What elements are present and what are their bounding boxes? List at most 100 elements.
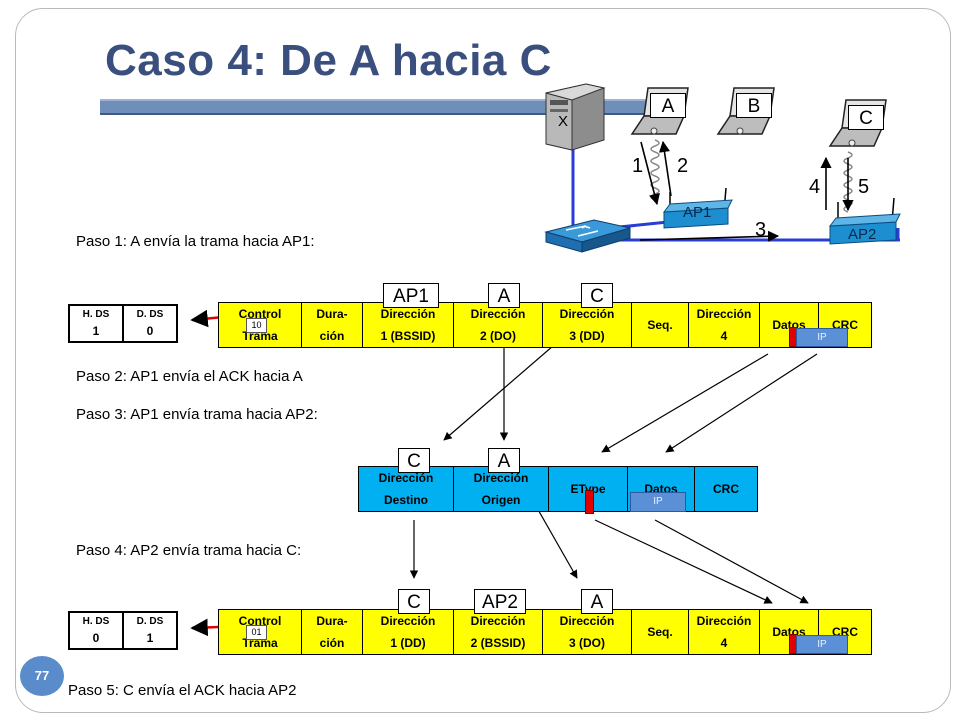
arrow-1 xyxy=(640,141,660,206)
field-crc: CRC xyxy=(694,466,758,512)
field-direccion-2: Dirección 2 (BSSID) xyxy=(453,609,543,655)
field-duracion: Dura-ción xyxy=(301,609,363,655)
slide-number-badge: 77 xyxy=(20,656,64,696)
ip-payload: IP xyxy=(630,492,686,512)
field-line-1: Dirección xyxy=(559,614,615,628)
arrow-2 xyxy=(658,140,672,197)
field-seq: Seq. xyxy=(631,609,689,655)
wireless-link-a-ap1 xyxy=(650,139,660,201)
switch-icon xyxy=(544,219,631,253)
field-line-1: Control xyxy=(238,614,282,628)
laptop-label-c: C xyxy=(848,105,884,130)
field-line-1: Dirección xyxy=(696,614,752,628)
field-line-2: Destino xyxy=(383,493,428,507)
field-line-1: EType xyxy=(570,482,606,496)
ds-bits-chip-frame1: 10 xyxy=(246,318,267,333)
field-line-2: 2 (DO) xyxy=(480,329,516,343)
field-line-1: Dirección xyxy=(559,307,615,321)
field-line-1: Dirección xyxy=(470,614,526,628)
arrow-number-5: 5 xyxy=(858,176,870,198)
addr-label-ap1: AP1 xyxy=(383,283,439,308)
server-label: X xyxy=(558,113,569,130)
step-5: Paso 5: C envía el ACK hacia AP2 xyxy=(68,682,297,699)
ds-bits-frame1: H. DS 1 D. DS 0 xyxy=(68,304,178,343)
arrow-number-2: 2 xyxy=(677,155,689,177)
field-direccion-1: Dirección 1 (DD) xyxy=(362,609,454,655)
field-line-1: Dirección xyxy=(473,471,529,485)
to-ds-label: H. DS xyxy=(82,616,110,627)
field-line-2: 3 (DO) xyxy=(569,636,605,650)
field-line-2: 1 (DD) xyxy=(390,636,426,650)
field-line-1: Seq. xyxy=(647,318,673,332)
field-line-2: 1 (BSSID) xyxy=(380,329,436,343)
field-line-2: 4 xyxy=(720,636,728,650)
field-direccion-4: Dirección 4 xyxy=(688,302,760,348)
field-direccion-2: Dirección 2 (DO) xyxy=(453,302,543,348)
field-direccion-3: Dirección 3 (DO) xyxy=(542,609,632,655)
field-etype: EType xyxy=(548,466,628,512)
field-direccion-1: Dirección 1 (BSSID) xyxy=(362,302,454,348)
to-ds-value: 1 xyxy=(92,324,100,338)
step-3: Paso 3: AP1 envía trama hacia AP2: xyxy=(76,406,318,423)
step-1: Paso 1: A envía la trama hacia AP1: xyxy=(76,233,315,250)
addr-label-c: C xyxy=(398,589,430,614)
ds-bits-frame2: H. DS 0 D. DS 1 xyxy=(68,611,178,650)
field-line-2: 3 (DD) xyxy=(569,329,605,343)
access-point-icon-ap1 xyxy=(662,187,733,229)
field-line-1: CRC xyxy=(713,482,739,496)
arrow-number-3: 3 xyxy=(755,219,767,241)
field-line-1: Dura- xyxy=(316,614,348,628)
field-mapping-arrows xyxy=(409,307,818,604)
from-ds-value: 1 xyxy=(146,631,154,645)
field-line-1: Dirección xyxy=(470,307,526,321)
field-line-2: Origen xyxy=(481,493,521,507)
field-line-1: Dirección xyxy=(380,307,436,321)
red-marker xyxy=(585,490,594,514)
from-ds-label: D. DS xyxy=(136,309,164,320)
field-line-1: Seq. xyxy=(647,625,673,639)
slide-title: Caso 4: De A hacia C xyxy=(105,36,552,85)
field-line-1: Dura- xyxy=(316,307,348,321)
field-line-1: Dirección xyxy=(696,307,752,321)
ds-bits-chip-frame2: 01 xyxy=(246,625,267,640)
laptop-label-b: B xyxy=(736,93,772,118)
access-point-icon-ap2 xyxy=(828,197,901,245)
addr-label-c: C xyxy=(398,448,430,473)
to-ds-label: H. DS xyxy=(82,309,110,320)
to-ds-value: 0 xyxy=(92,631,100,645)
field-direccion-3: Dirección 3 (DD) xyxy=(542,302,632,348)
arrow-number-4: 4 xyxy=(809,176,821,198)
ip-payload: IP xyxy=(796,328,848,347)
field-line-1: Dirección xyxy=(378,471,434,485)
addr-label-a: A xyxy=(488,283,520,308)
field-duracion: Dura-ción xyxy=(301,302,363,348)
step-4: Paso 4: AP2 envía trama hacia C: xyxy=(76,542,302,559)
server-icon xyxy=(545,83,606,151)
field-line-2: ción xyxy=(319,329,345,343)
field-line-1: Control xyxy=(238,307,282,321)
from-ds-value: 0 xyxy=(146,324,154,338)
field-line-2: ción xyxy=(319,636,345,650)
addr-label-a: A xyxy=(488,448,520,473)
field-direccion-4: Dirección 4 xyxy=(688,609,760,655)
from-ds-label: D. DS xyxy=(136,616,164,627)
arrow-number-1: 1 xyxy=(632,155,644,177)
title-underline-bar xyxy=(100,99,650,115)
addr-label-ap2: AP2 xyxy=(474,589,526,614)
addr-label-c: C xyxy=(581,283,613,308)
ap2-label: AP2 xyxy=(848,226,877,243)
field-line-2: 4 xyxy=(720,329,728,343)
arrow-3 xyxy=(639,230,780,242)
laptop-label-a: A xyxy=(650,93,686,118)
field-seq: Seq. xyxy=(631,302,689,348)
field-line-1: Dirección xyxy=(380,614,436,628)
field-line-2: 2 (BSSID) xyxy=(470,636,526,650)
ap1-label: AP1 xyxy=(683,204,712,221)
